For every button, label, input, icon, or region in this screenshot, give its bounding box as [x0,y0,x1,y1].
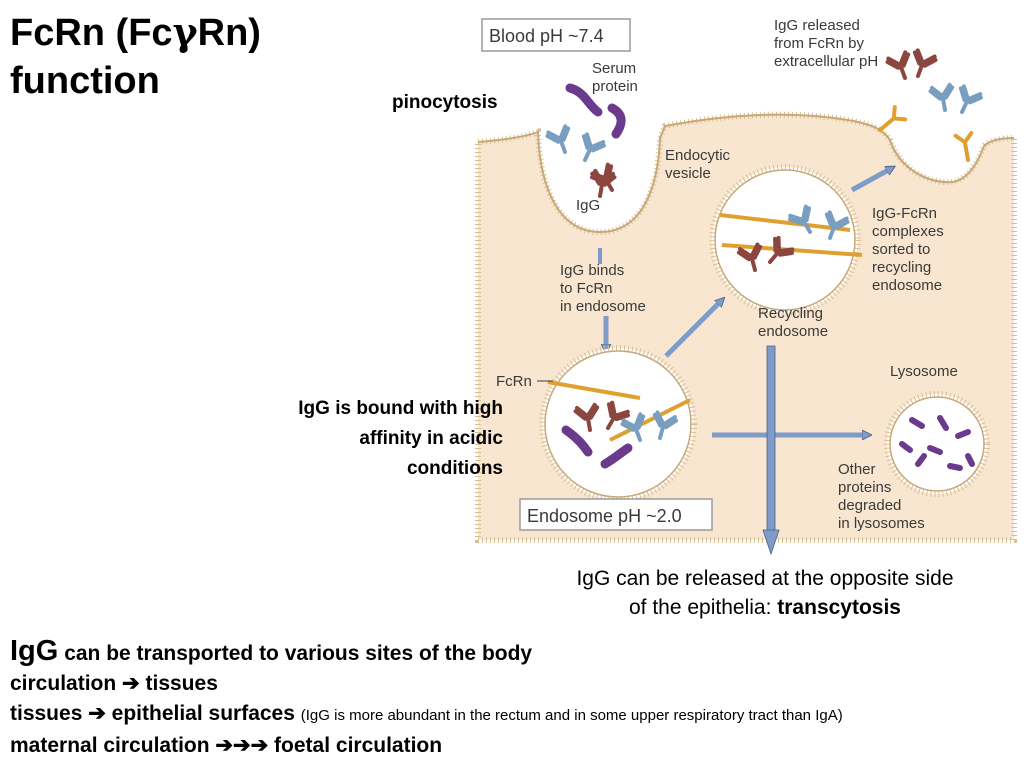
title-line-2: function [10,60,160,102]
endocytic-vesicle-label: Endocytic vesicle [665,147,734,182]
serum-protein-label: Serum protein [592,60,640,95]
igg-bound-line: affinity in acidic [359,428,503,449]
lysosome [884,391,990,497]
igg-bound-line: IgG is bound with high [298,398,503,419]
igg-binds-label: IgG binds to FcRn in endosome [560,262,646,315]
serum-protein-shape [607,103,626,139]
recycling-endosome [709,164,863,316]
igg-blue-shape [544,123,578,158]
right-arrow-icon: ➔ [122,672,140,695]
svg-text:Endosome pH ~2.0: Endosome pH ~2.0 [527,506,682,526]
page-title: FcRn (FcγRn) function [10,8,261,105]
fcrn-label: FcRn [496,373,532,390]
igg-red-shape [905,47,939,82]
igg-released-label: IgG released from FcRn by extracellular … [774,17,878,70]
svg-text:Blood pH ~7.4: Blood pH ~7.4 [489,26,604,46]
summary-line-1: IgG can be transported to various sites … [10,635,533,667]
arrow-to-surface [850,168,892,193]
igg-fcrn-complexes-label: IgG-FcRn complexes sorted to recycling e… [872,205,948,294]
summary-line-3: tissues ➔ epithelial surfaces (IgG is mo… [10,702,843,725]
triple-right-arrow-icon: ➔➔➔ [215,734,269,757]
blood-ph-box: Blood pH ~7.4 [481,18,631,52]
igg-bound-note: IgG is bound with high affinity in acidi… [200,394,503,484]
title-line-1: FcRn (FcγRn) [10,9,261,54]
fcrn-shape [953,131,978,164]
igg-blue-shape [950,83,985,119]
transcytosis-note: IgG can be released at the opposite side… [520,564,1010,622]
other-proteins-label: Other proteins degraded in lysosomes [838,461,925,532]
arrow-to-recycling-endosome [664,300,722,358]
transcytosis-line-2: of the epithelia: transcytosis [628,596,901,619]
fcrn-shape [872,105,908,139]
endosome-ph-box: Endosome pH ~2.0 [519,498,713,531]
igg-label: IgG [576,197,600,214]
right-arrow-icon: ➔ [88,702,106,725]
recycling-endosome-label: Recycling endosome [758,305,828,340]
serum-protein-shape [565,83,603,117]
fcrn-diagram: Blood pH ~7.4 Serum protein IgG Endocyti… [475,17,1017,556]
transcytosis-line-1: IgG can be released at the opposite side [576,567,954,590]
endosome [539,345,697,503]
lysosome-label: Lysosome [890,363,958,380]
igg-blue-shape [927,82,958,114]
summary-line-2: circulation ➔ tissues [10,672,218,695]
summary-line-4: maternal circulation ➔➔➔ foetal circulat… [10,734,443,757]
igg-bound-line: conditions [406,458,503,479]
igg-blue-shape [573,131,608,167]
igg-red-shape [588,161,624,198]
pinocytosis-label: pinocytosis [392,92,498,113]
igg-red-shape [884,49,918,84]
transcytosis-arrow [762,345,780,556]
transport-summary: IgG can be transported to various sites … [10,636,1020,761]
